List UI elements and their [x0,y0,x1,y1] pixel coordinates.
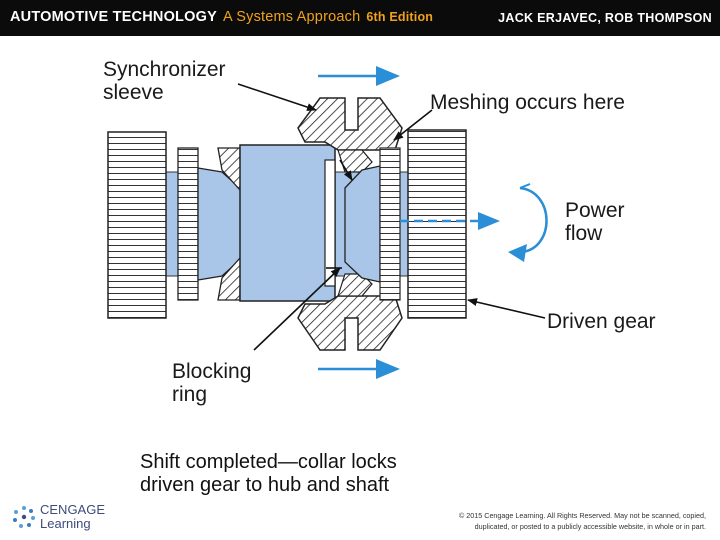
book-authors: JACK ERJAVEC, ROB THOMPSON [498,11,712,25]
label-blocking-line2: ring [172,383,208,406]
synchronizer-sleeve-upper [297,97,403,151]
right-blocking-ring [337,149,373,173]
slide-header: AUTOMOTIVE TECHNOLOGY A Systems Approach 6… [0,0,720,36]
cengage-wordmark: CENGAGE Learning [40,503,105,531]
leader-ring-pointer [339,159,353,181]
label-synchronizer-sleeve: Synchronizer sleeve [103,58,226,104]
left-gear [107,131,167,319]
power-flow-arrowhead [478,212,500,230]
leader-synchronizer [237,83,317,111]
logo-line1: CENGAGE [40,502,106,517]
rotation-arrowhead [508,244,527,262]
diagram-caption: Shift completed—collar locks driven gear… [140,451,397,497]
label-synchronizer-line2: sleeve [103,81,164,104]
rotation-arrow [519,186,548,254]
label-power-line1: Power [565,199,625,222]
label-driven-gear: Driven gear [547,310,656,333]
leader-blocking [253,267,341,351]
synchronizer-sleeve-lower [297,295,403,351]
book-title-main: AUTOMOTIVE TECHNOLOGY [10,9,217,25]
cengage-logo: CENGAGE Learning [12,503,122,533]
copyright-line1: © 2015 Cengage Learning. All Rights Rese… [458,511,706,520]
label-power-line2: flow [565,222,603,245]
driven-gear [407,129,467,319]
label-blocking-line1: Blocking [172,360,252,383]
copyright-notice: © 2015 Cengage Learning. All Rights Rese… [406,510,706,532]
rotation-arrow-tail [519,183,531,189]
label-blocking-ring: Blocking ring [172,360,251,406]
right-cone [344,165,381,283]
hub-groove [324,159,336,287]
shift-direction-arrowhead-bottom [376,359,400,379]
label-power-flow: Power flow [565,199,625,245]
book-subtitle: A Systems Approach [222,9,361,25]
cengage-dots-icon [13,506,35,528]
book-title: AUTOMOTIVE TECHNOLOGY A Systems Approach 6… [10,9,433,25]
caption-line1: Shift completed—collar locks [140,451,397,473]
left-gear-teeth [177,147,199,301]
caption-line2: driven gear to hub and shaft [140,474,390,496]
book-edition: 6th Edition [366,10,434,24]
copyright-line2: duplicated, or posted to a publicly acce… [474,522,706,531]
leader-driven-gear [467,298,546,319]
label-synchronizer-line1: Synchronizer [103,58,226,81]
label-meshing: Meshing occurs here [430,91,625,114]
leader-meshing [393,109,433,141]
shift-direction-arrowhead-top [376,66,400,86]
hub [239,144,336,302]
engagement-teeth [379,147,401,301]
logo-line2: Learning [40,516,91,531]
